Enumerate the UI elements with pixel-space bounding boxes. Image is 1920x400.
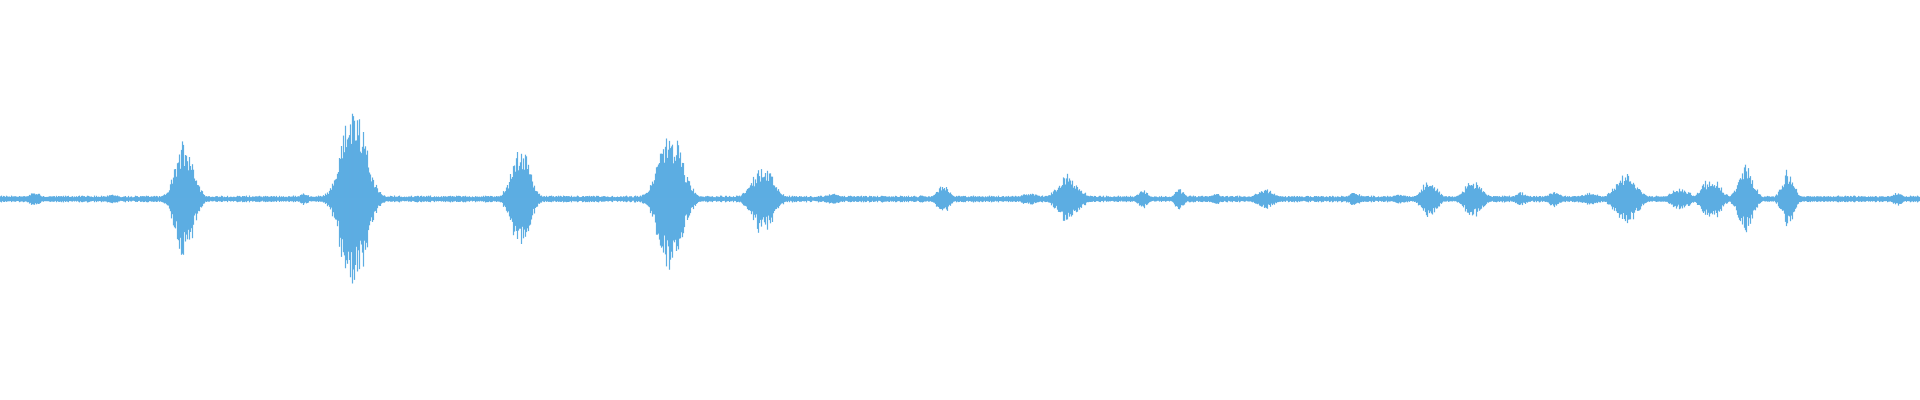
waveform-samples	[0, 113, 1920, 284]
